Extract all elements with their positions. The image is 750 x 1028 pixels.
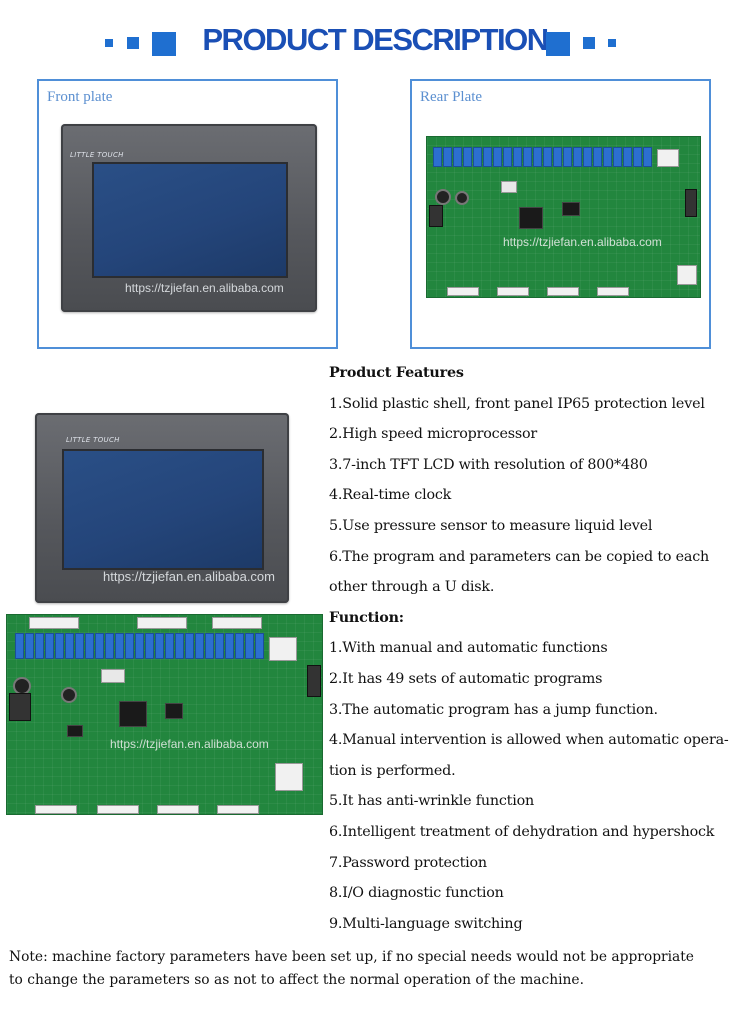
feature-item: 4.Real-time clock [329, 487, 452, 504]
function-item: 3.The automatic program has a jump funct… [329, 701, 658, 718]
note-line: Note: machine factory parameters have be… [9, 949, 694, 965]
hmi-large-image: LITTLE TOUCH https://tzjiefan.en.alibaba… [35, 413, 289, 603]
hmi-screen [92, 162, 288, 278]
function-item: 2.It has 49 sets of automatic programs [329, 670, 603, 687]
function-item: 8.I/O diagnostic function [329, 885, 504, 902]
function-item: 1.With manual and automatic functions [329, 640, 608, 657]
feature-item: 2.High speed microprocessor [329, 426, 538, 443]
decor-square-icon [546, 32, 570, 56]
device-logo: LITTLE TOUCH [66, 436, 120, 444]
decor-square-icon [105, 39, 113, 47]
hmi-screen [62, 449, 264, 570]
decor-square-icon [152, 32, 176, 56]
features-heading: Product Features [329, 365, 464, 381]
decor-square-icon [608, 39, 616, 47]
front-plate-label: Front plate [47, 89, 113, 105]
front-plate-frame: Front plate LITTLE TOUCH https://tzjiefa… [37, 79, 338, 349]
footer-note: Note: machine factory parameters have be… [9, 946, 744, 992]
features-text: Product Features 1.Solid plastic shell, … [329, 358, 749, 939]
function-item: 4.Manual intervention is allowed when au… [329, 732, 729, 749]
feature-item: 1.Solid plastic shell, front panel IP65 … [329, 395, 705, 412]
rear-plate-frame: Rear Plate https://tzjiefan.en.alibaba.c… [410, 79, 711, 349]
relay-row [433, 147, 652, 167]
function-item: 5.It has anti-wrinkle function [329, 793, 535, 810]
function-item: 6.Intelligent treatment of dehydration a… [329, 823, 715, 840]
watermark-text: https://tzjiefan.en.alibaba.com [503, 235, 662, 249]
pcb-large-image: https://tzjiefan.en.alibaba.com [6, 614, 323, 815]
pcb-rear-image: https://tzjiefan.en.alibaba.com [426, 136, 701, 298]
decor-square-icon [127, 37, 139, 49]
function-item: 7.Password protection [329, 854, 487, 871]
hmi-front-image: LITTLE TOUCH https://tzjiefan.en.alibaba… [61, 124, 317, 312]
function-heading: Function: [329, 609, 404, 626]
device-logo: LITTLE TOUCH [70, 151, 124, 159]
feature-item: 5.Use pressure sensor to measure liquid … [329, 517, 653, 534]
note-line: to change the parameters so as not to af… [9, 972, 584, 988]
watermark-text: https://tzjiefan.en.alibaba.com [103, 569, 275, 584]
feature-item: 3.7-inch TFT LCD with resolution of 800*… [329, 456, 648, 473]
feature-item: other through a U disk. [329, 579, 495, 596]
page-header: PRODUCT DESCRIPTION [0, 18, 750, 68]
watermark-text: https://tzjiefan.en.alibaba.com [125, 281, 284, 295]
function-item: 9.Multi-language switching [329, 915, 523, 932]
page-title: PRODUCT DESCRIPTION [202, 22, 549, 57]
watermark-text: https://tzjiefan.en.alibaba.com [110, 737, 269, 751]
relay-row [15, 633, 264, 659]
decor-square-icon [583, 37, 595, 49]
function-item: tion is performed. [329, 762, 456, 779]
feature-item: 6.The program and parameters can be copi… [329, 548, 710, 565]
rear-plate-label: Rear Plate [420, 89, 483, 105]
